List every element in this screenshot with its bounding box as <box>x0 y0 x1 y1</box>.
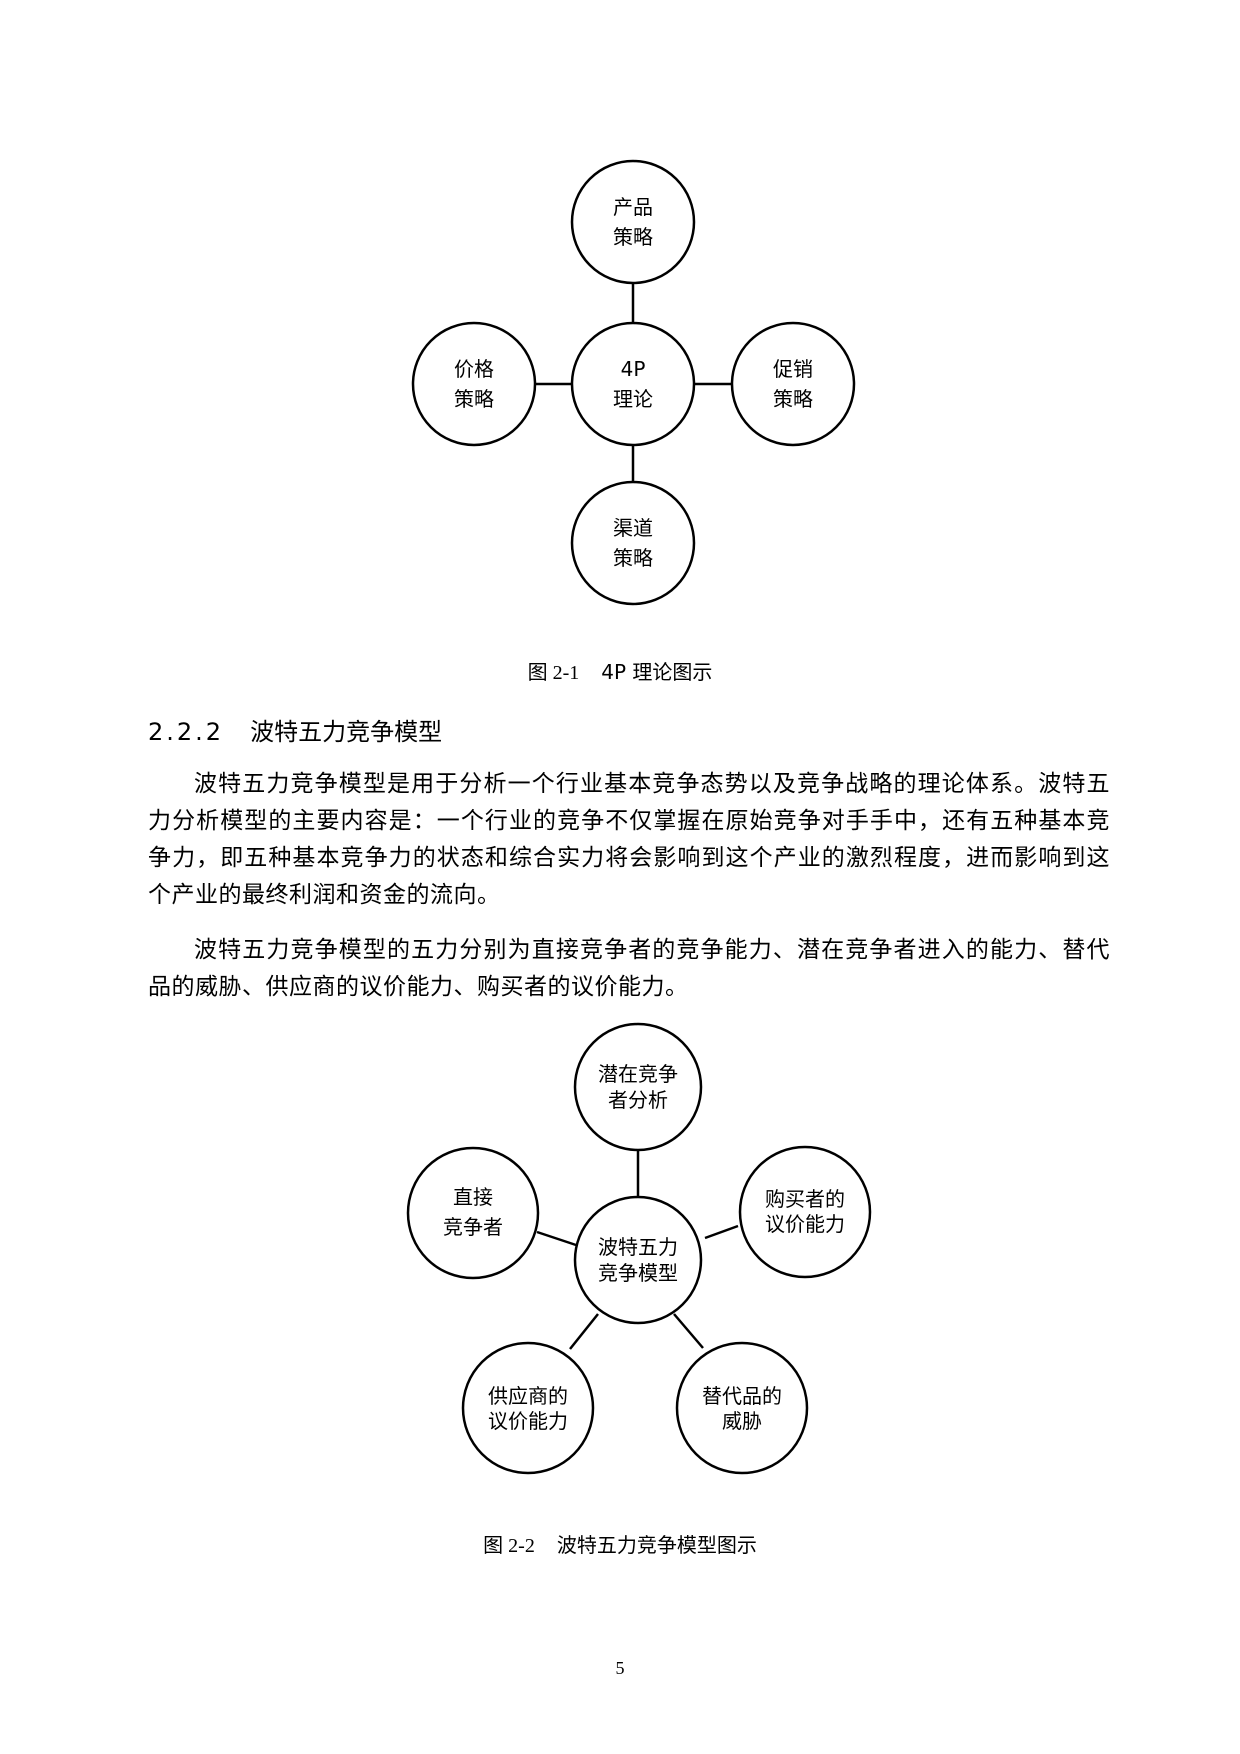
direct-line-1: 直接 <box>453 1185 493 1209</box>
product-line-2: 策略 <box>613 225 653 249</box>
section-title: 波特五力竞争模型 <box>250 718 443 746</box>
figure-1-caption-text: 4P 理论图示 <box>601 660 713 684</box>
potential-line-1: 潜在竞争 <box>598 1062 678 1086</box>
buyers-line-1: 购买者的 <box>765 1187 845 1211</box>
substitutes-line-1: 替代品的 <box>702 1384 782 1408</box>
paragraph-1: 波特五力竞争模型是用于分析一个行业基本竞争态势以及竞争战略的理论体系。波特五力分… <box>148 771 1110 908</box>
promotion-line-2: 策略 <box>773 387 813 411</box>
figure-five-forces-diagram: 潜在竞争 者分析 直接 竞争者 波特五力 竞争模型 购买者的 议价能力 供应商的… <box>406 1022 872 1475</box>
section-heading: 2.2.2 波特五力竞争模型 <box>148 712 442 747</box>
figure-1-caption: 图 2-1 4P 理论图示 <box>0 656 1240 685</box>
figure-4p-diagram: 产品 策略 价格 策略 4P 理论 促销 策略 渠道 策略 <box>411 159 856 606</box>
node-circle-promotion <box>730 321 856 447</box>
suppliers-line-2: 议价能力 <box>488 1409 568 1433</box>
potential-line-2: 者分析 <box>608 1088 668 1112</box>
product-line-1: 产品 <box>613 195 653 219</box>
node-circle-substitutes <box>675 1341 809 1475</box>
figure-2-caption: 图 2-2 波特五力竞争模型图示 <box>0 1529 1240 1558</box>
buyers-line-2: 议价能力 <box>765 1212 845 1236</box>
figure-2-caption-text: 波特五力竞争模型图示 <box>556 1533 757 1557</box>
center-line-2: 竞争模型 <box>598 1261 678 1285</box>
node-circle-potential <box>573 1022 703 1152</box>
node-circle-price <box>411 321 537 447</box>
figure-1-caption-number: 图 2-1 <box>527 662 580 684</box>
node-circle-buyers <box>738 1145 872 1279</box>
node-circle-center <box>570 321 696 447</box>
page-number: 5 <box>615 1658 625 1678</box>
price-line-2: 策略 <box>454 387 494 411</box>
node-circle-product <box>570 159 696 285</box>
connector-bottom-right <box>673 1313 704 1349</box>
direct-line-2: 竞争者 <box>443 1215 503 1239</box>
connector-left <box>536 1230 577 1247</box>
promotion-line-1: 促销 <box>773 357 813 381</box>
center-line-1: 4P <box>621 357 646 381</box>
connector-bottom-left <box>569 1313 599 1350</box>
node-circle-channel <box>570 480 696 606</box>
node-circle-center <box>573 1195 703 1325</box>
paragraph-2: 波特五力竞争模型的五力分别为直接竞争者的竞争能力、潜在竞争者进入的能力、替代品的… <box>148 937 1110 1000</box>
node-circle-suppliers <box>461 1341 595 1475</box>
substitutes-line-2: 威胁 <box>722 1409 762 1433</box>
price-line-1: 价格 <box>454 357 494 381</box>
connector-right <box>704 1224 739 1240</box>
node-circle-direct <box>406 1146 540 1280</box>
suppliers-line-1: 供应商的 <box>488 1384 568 1408</box>
section-number: 2.2.2 <box>148 718 225 746</box>
figure-2-caption-number: 图 2-2 <box>483 1535 535 1557</box>
center-line-1: 波特五力 <box>598 1235 678 1259</box>
center-line-2: 理论 <box>613 387 653 411</box>
channel-line-2: 策略 <box>613 546 653 570</box>
channel-line-1: 渠道 <box>613 516 653 540</box>
